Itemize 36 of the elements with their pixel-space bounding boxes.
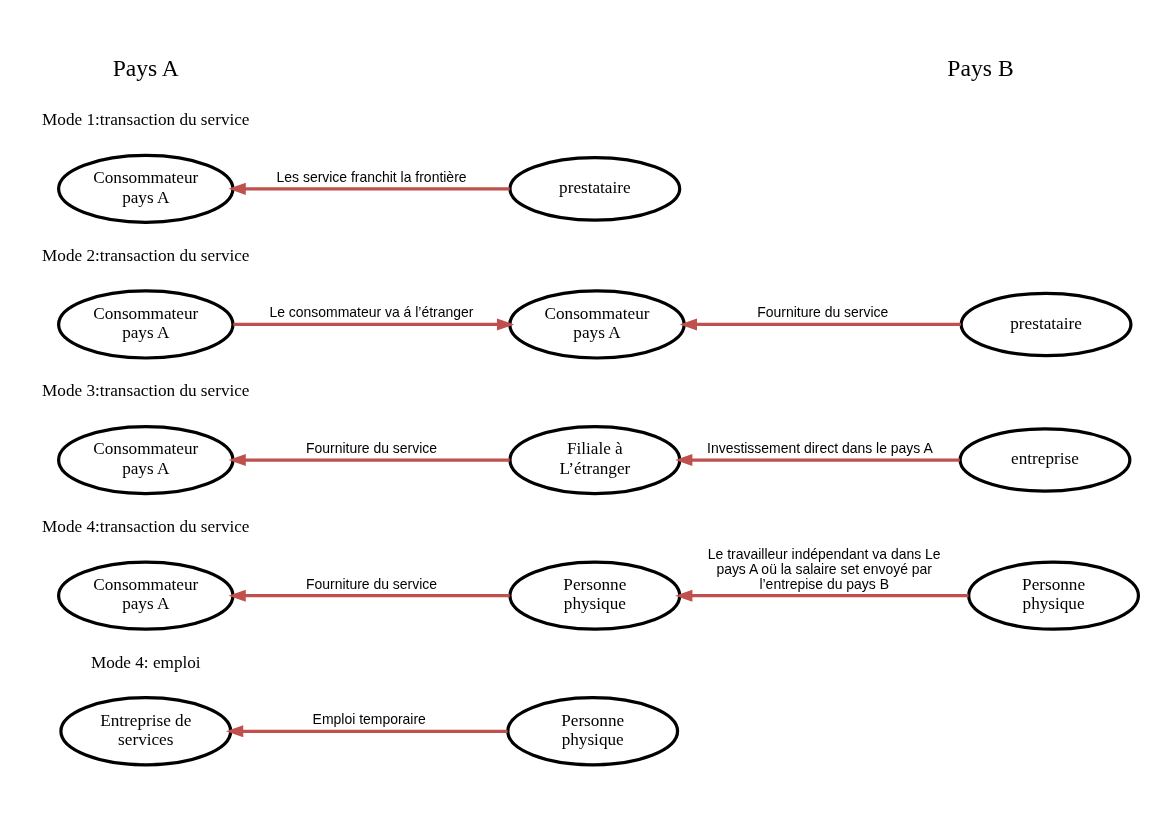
arrow bbox=[228, 182, 510, 195]
arrow bbox=[228, 589, 510, 602]
node-ellipse: Consommateur pays A bbox=[57, 288, 235, 360]
arrow bbox=[675, 589, 969, 602]
label: Mode 3:transaction du service bbox=[42, 380, 250, 400]
edge-label: Le consommateur va á l’étranger bbox=[269, 303, 474, 320]
label: Pays B bbox=[947, 54, 1014, 80]
node-ellipse: Consommateur pays A bbox=[57, 153, 235, 224]
arrow bbox=[675, 453, 960, 466]
edge-label: Fourniture du service bbox=[306, 439, 438, 456]
label: Mode 1:transaction du service bbox=[42, 109, 250, 129]
node-ellipse: prestataire bbox=[508, 155, 682, 222]
arrow bbox=[233, 317, 515, 330]
edge-label: Investissement direct dans le pays A bbox=[707, 439, 933, 456]
label: Mode 2:transaction du service bbox=[42, 245, 250, 265]
node-ellipse: Personne physique bbox=[506, 695, 680, 766]
edge-label: Emploi temporaire bbox=[312, 710, 426, 727]
label: Mode 4: emploi bbox=[90, 652, 201, 672]
edge-label: Le travailleur indépendant va dans Le pays A oü la salaire set envoyé par l’entrepise du pays B bbox=[707, 545, 941, 592]
node-ellipse: Filiale à L’étranger bbox=[508, 424, 682, 495]
label: Pays A bbox=[112, 54, 179, 80]
node-ellipse: Consommateur pays A bbox=[508, 288, 686, 360]
node-ellipse: Personne physique bbox=[967, 560, 1141, 631]
label: Mode 4:transaction du service bbox=[42, 516, 250, 536]
edge-label: Fourniture du service bbox=[757, 303, 889, 320]
node-ellipse: Personne physique bbox=[508, 560, 682, 631]
node-ellipse: Consommateur pays A bbox=[57, 560, 235, 631]
node-ellipse: Consommateur pays A bbox=[57, 424, 235, 495]
node-ellipse: prestataire bbox=[959, 291, 1133, 357]
node-ellipse: Entreprise de services bbox=[59, 695, 233, 766]
arrow bbox=[226, 724, 508, 737]
node-ellipse: entreprise bbox=[958, 426, 1132, 493]
arrow bbox=[228, 453, 510, 466]
edge-label: Fourniture du service bbox=[306, 575, 438, 592]
edge-label: Les service franchit la frontière bbox=[276, 168, 467, 185]
arrow bbox=[679, 317, 961, 330]
